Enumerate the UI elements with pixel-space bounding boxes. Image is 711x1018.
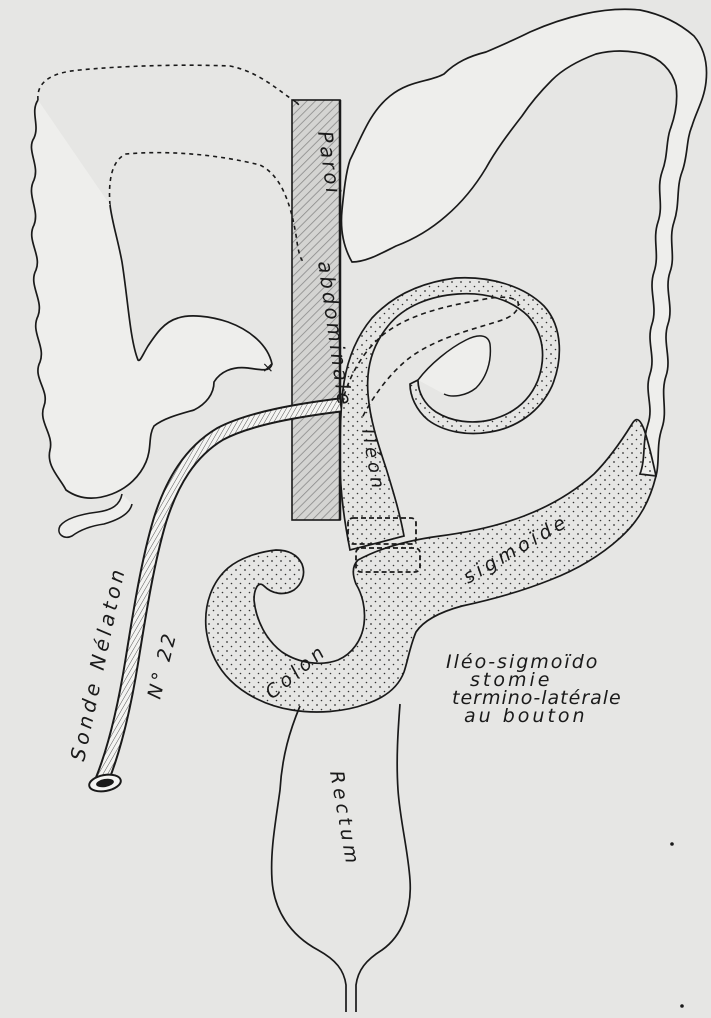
caption-line4: au bouton [464, 705, 588, 727]
label-rectum: Rectum [325, 769, 364, 869]
colon-tail [59, 494, 132, 537]
dashed-outline-inner [110, 153, 304, 262]
ascending-colon [31, 100, 272, 498]
suture-mark: × [262, 360, 274, 376]
label-numero: N° 22 [144, 629, 182, 701]
ileum-inner-loop [418, 336, 490, 396]
dashed-outline-upper [38, 65, 300, 106]
ileum-loop [340, 278, 559, 550]
caption: Iléo-sigmoïdo stomie termino-latérale au… [446, 651, 622, 727]
